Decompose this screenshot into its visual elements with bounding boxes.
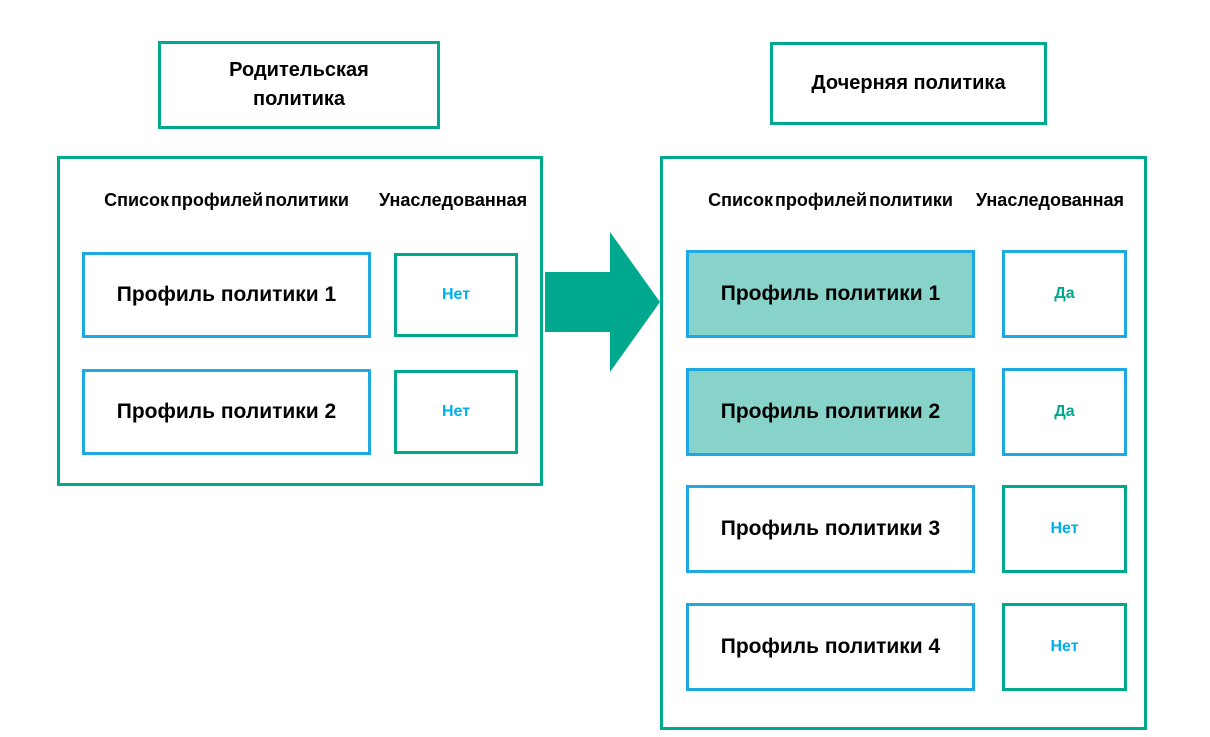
parent-policy-title-box: Родительская политика (158, 41, 440, 129)
child-inherited-header: Унаследованная (975, 190, 1125, 210)
child-inherited-flag-2: Да (1002, 368, 1127, 456)
child-profile-box-1: Профиль политики 1 (686, 250, 975, 338)
child-policy-title: Дочерняя политика (811, 72, 1006, 94)
parent-inherited-flag-2: Нет (394, 370, 518, 454)
parent-profile-box-1: Профиль политики 1 (82, 252, 371, 338)
child-inherited-flag-3: Нет (1002, 485, 1127, 573)
parent-inherited-header: Унаследованная (379, 190, 528, 210)
child-profile-list-header: Список профилей политики (708, 190, 953, 210)
child-inherited-flag-1: Да (1002, 250, 1127, 338)
child-profile-box-2: Профиль политики 2 (686, 368, 975, 456)
inheritance-arrow-icon (545, 232, 660, 372)
child-profile-box-3: Профиль политики 3 (686, 485, 975, 573)
parent-inherited-flag-1: Нет (394, 253, 518, 337)
parent-profile-box-2: Профиль политики 2 (82, 369, 371, 455)
parent-profile-list-header: Список профилей политики (104, 190, 349, 210)
child-profile-box-4: Профиль политики 4 (686, 603, 975, 691)
child-policy-title-box: Дочерняя политика (770, 42, 1047, 125)
child-inherited-flag-4: Нет (1002, 603, 1127, 691)
parent-policy-title: Родительская политика (229, 59, 369, 110)
